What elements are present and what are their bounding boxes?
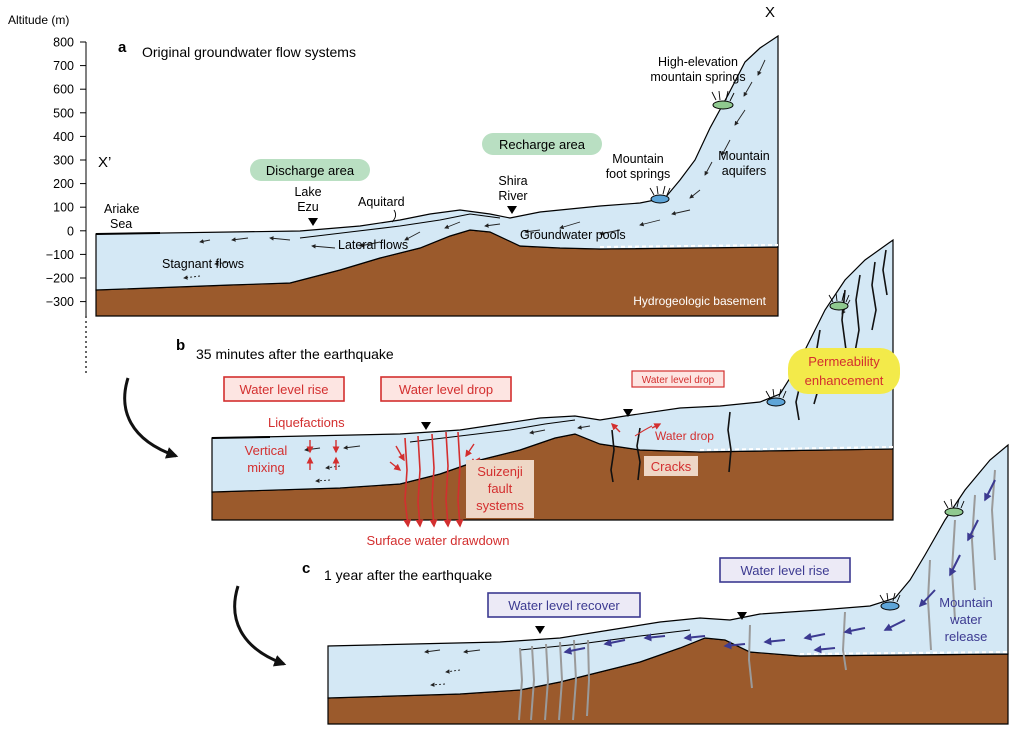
vertical-mixing-label-2: mixing <box>247 460 285 475</box>
water-level-drop-label-b: Water level drop <box>399 382 493 397</box>
discharge-area-pill <box>250 159 370 181</box>
permeability-label-1: Permeability <box>808 354 880 369</box>
water-level-rise-label-c: Water level rise <box>740 563 829 578</box>
stagnant-flows-label: Stagnant flows <box>162 257 244 271</box>
water-level-rise-box-c <box>719 557 851 583</box>
flow-arrows-c <box>424 649 481 687</box>
discharge-area-label: Discharge area <box>266 163 355 178</box>
axis-ticks: 800 700 600 500 400 300 200 100 0 −100 −200 −300 <box>46 36 86 309</box>
end-label-x: X <box>765 4 775 21</box>
axis-tick-label: 600 <box>53 83 74 97</box>
panel-a-letter: a <box>118 39 127 56</box>
panel-c: c 1 year after the earthquake <box>302 443 1009 725</box>
flow-arrows-a <box>183 59 766 280</box>
liquefactions-label: Liquefactions <box>268 415 345 430</box>
axis-tick-label: 500 <box>53 106 74 120</box>
recharge-area-label: Recharge area <box>499 137 586 152</box>
aquitard-a <box>299 213 501 239</box>
axis-tick-label: 800 <box>53 36 74 50</box>
fault-label-3: systems <box>476 498 524 513</box>
water-level-drop-small-box <box>631 370 725 388</box>
water-level-recover-label: Water level recover <box>508 598 620 613</box>
shira-river-label-1: Shira <box>498 174 527 188</box>
water-level-drop-box-b <box>380 376 512 402</box>
drawdown-label: Surface water drawdown <box>366 533 509 548</box>
aquifer-b <box>211 238 894 493</box>
cracks-label-bg <box>644 456 698 476</box>
water-level-recover-box <box>487 592 641 618</box>
fault-label-2: fault <box>488 481 513 496</box>
vertical-mixing-label-1: Vertical <box>245 443 288 458</box>
ariake-label-2: Sea <box>110 217 132 231</box>
fault-label-1: Suizenji <box>477 464 523 479</box>
mountain-release-label-3: release <box>945 629 988 644</box>
axis-tick-label: 300 <box>53 154 74 168</box>
axis-tick-label: 400 <box>53 130 74 144</box>
foot-springs-label-2: foot springs <box>606 167 671 181</box>
panel-b: b 35 minutes after the earthquake <box>176 238 900 548</box>
basement-label: Hydrogeologic basement <box>633 294 766 308</box>
panel-b-title: 35 minutes after the earthquake <box>196 346 394 362</box>
foot-springs-label-1: Mountain <box>612 152 663 166</box>
axis-tick-label: 700 <box>53 59 74 73</box>
foot-spring-c <box>880 601 900 611</box>
high-elevation-spring-b <box>829 301 849 311</box>
axis-tick-label: 200 <box>53 177 74 191</box>
permeability-label-2: enhancement <box>805 373 884 388</box>
ariake-label-1: Ariake <box>104 202 139 216</box>
foot-spring-a <box>650 194 670 204</box>
shira-river-label-2: River <box>498 189 527 203</box>
permeability-highlight <box>788 348 900 394</box>
aquitard-label: Aquitard <box>358 195 405 209</box>
water-level-rise-box-b <box>223 376 345 402</box>
axis-title: Altitude (m) <box>8 13 69 27</box>
mountain-release-label-1: Mountain <box>939 595 992 610</box>
panel-b-letter: b <box>176 337 185 354</box>
cracks-label: Cracks <box>651 459 692 474</box>
end-label-x-prime: X’ <box>98 154 111 171</box>
recharge-area-pill <box>482 133 602 155</box>
altitude-axis: Altitude (m) 800 700 600 500 400 300 200 100 0 −1… <box>8 13 87 376</box>
water-drop-label: Water drop <box>655 429 714 443</box>
lake-ezu-label-2: Ezu <box>297 200 319 214</box>
transition-arrow-b-c <box>233 585 287 667</box>
axis-tick-label: −300 <box>46 295 74 309</box>
panel-a-title: Original groundwater flow systems <box>142 44 356 60</box>
fault-label-bg <box>466 460 534 518</box>
water-level-drop-small-label: Water level drop <box>642 375 715 386</box>
lateral-flows-label: Lateral flows <box>338 238 408 252</box>
panel-a: a Original groundwater flow systems X X’ <box>95 4 779 317</box>
cracks-b <box>610 249 888 483</box>
transition-arrow-a-b <box>123 377 179 459</box>
foot-spring-b <box>766 397 786 407</box>
high-elevation-spring-c <box>944 507 964 517</box>
axis-tick-label: −200 <box>46 272 74 286</box>
panel-c-letter: c <box>302 560 310 577</box>
high-elevation-label-1: High-elevation <box>658 55 738 69</box>
aquifer-a <box>95 34 779 291</box>
axis-tick-label: −100 <box>46 248 74 262</box>
aquifers-label-1: Mountain <box>718 149 769 163</box>
blue-flow-arrows-c <box>563 479 996 655</box>
axis-tick-label: 100 <box>53 201 74 215</box>
gray-cracks-c <box>518 469 996 721</box>
aquifer-c <box>327 443 1009 699</box>
high-elevation-spring-a <box>712 100 734 110</box>
axis-tick-label: 0 <box>67 224 74 238</box>
mountain-release-label-2: water <box>949 612 982 627</box>
panel-c-title: 1 year after the earthquake <box>324 567 492 583</box>
aquifers-label-2: aquifers <box>722 164 766 178</box>
high-elevation-label-2: mountain springs <box>650 70 745 84</box>
suizenji-fault-lines <box>403 431 464 528</box>
groundwater-pools-label: Groundwater pools <box>520 228 626 242</box>
lake-ezu-label-1: Lake <box>294 185 321 199</box>
water-level-rise-label-b: Water level rise <box>239 382 328 397</box>
red-arrows-b <box>306 423 662 471</box>
